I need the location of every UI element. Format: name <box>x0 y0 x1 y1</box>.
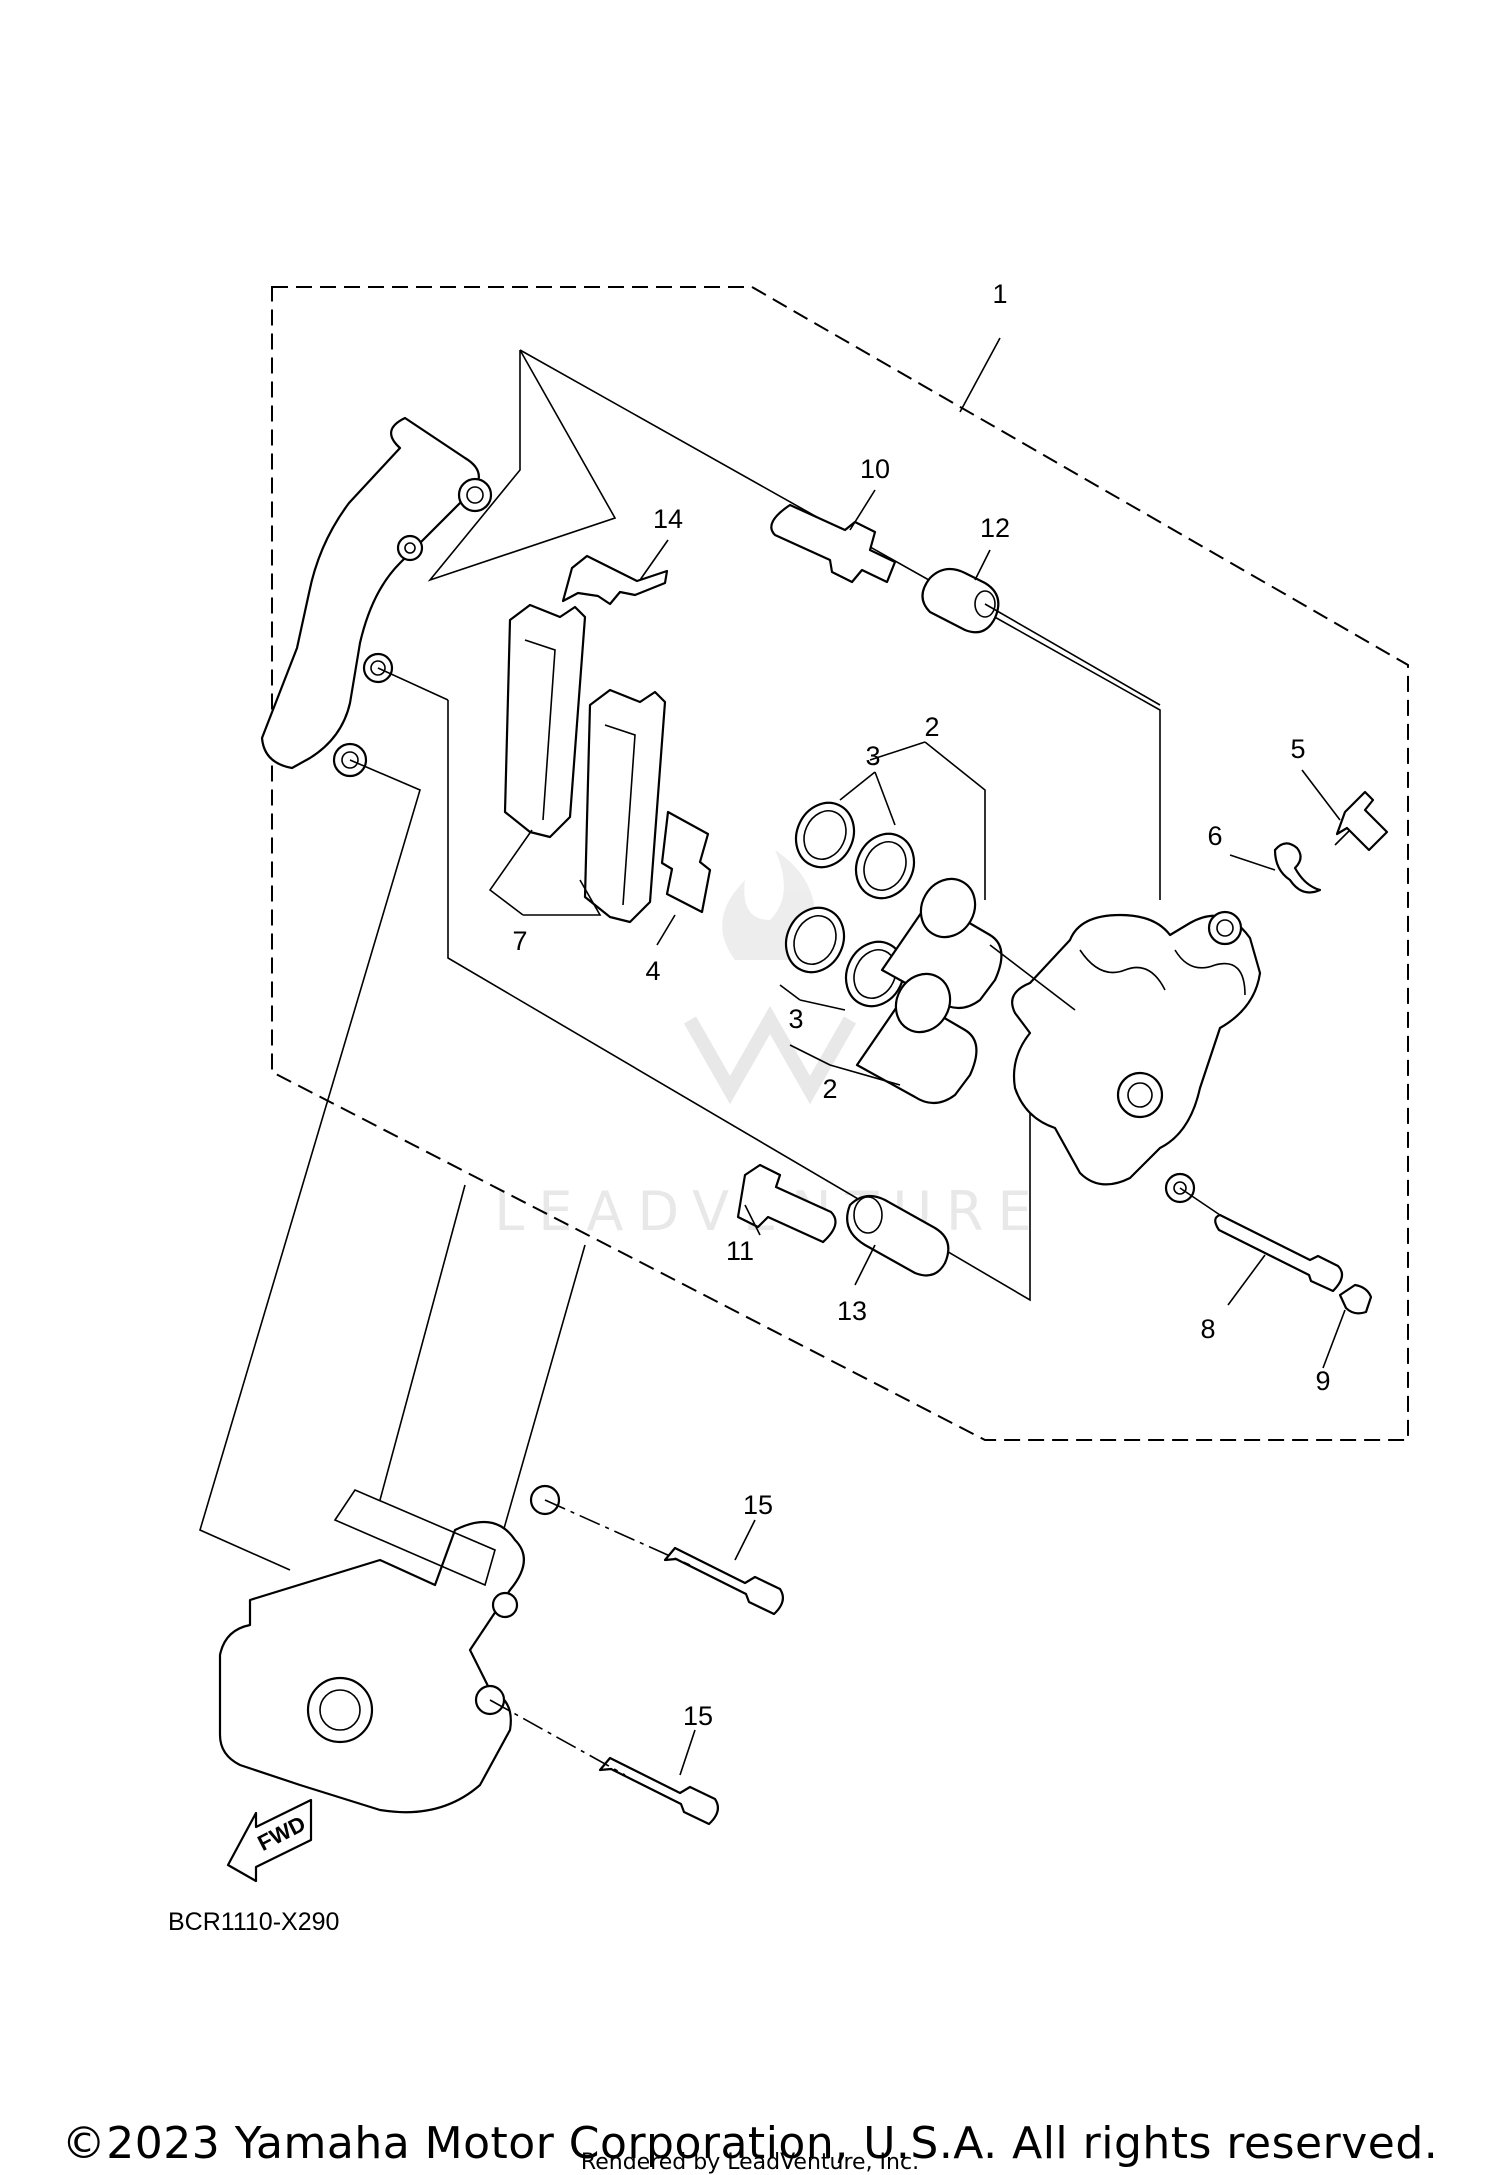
callout-13: 13 <box>837 1296 867 1326</box>
mounting-bolt-upper <box>663 1546 785 1616</box>
callout-10: 10 <box>860 454 890 484</box>
fwd-arrow-icon: FWD <box>226 1798 313 1883</box>
callout-3-upper: 3 <box>865 741 880 771</box>
caliper-body <box>1011 910 1262 1204</box>
callout-14: 14 <box>653 504 683 534</box>
diagram-code: BCR1110-X290 <box>168 1908 339 1936</box>
callout-5: 5 <box>1290 734 1305 764</box>
bracket-alignment-line <box>199 759 421 1571</box>
bolt-alignment-line-upper <box>544 1499 691 1566</box>
bracket-pin-line <box>377 667 449 701</box>
callout-11: 11 <box>726 1236 754 1266</box>
pin-grouping-line <box>427 349 1161 900</box>
callout-15-upper: 15 <box>743 1490 773 1520</box>
callout-7: 7 <box>512 926 527 956</box>
lower-pin-bolt <box>736 1163 837 1244</box>
callout-1: 1 <box>992 279 1007 309</box>
bolt-alignment-line-lower <box>489 1699 626 1776</box>
caliper-pin <box>1214 1213 1344 1293</box>
render-credit: Rendered by LeadVenture, Inc. <box>580 2150 920 2175</box>
lower-pin-boot <box>846 1194 950 1277</box>
caliper-bracket <box>260 416 493 778</box>
upper-pin-line <box>984 603 1161 706</box>
copyright-notice: ©2023 Yamaha Motor Corporation, U.S.A. A… <box>61 2118 1439 2169</box>
callout-12: 12 <box>980 513 1010 543</box>
callout-3-lower: 3 <box>788 1004 803 1034</box>
pad-spring <box>561 554 669 606</box>
callout-8: 8 <box>1200 1314 1215 1344</box>
callout-2-upper: 2 <box>924 712 939 742</box>
caliper-seal-kit <box>784 801 1003 1105</box>
callout-9: 9 <box>1315 1366 1330 1396</box>
upper-pin-bolt <box>770 503 897 584</box>
callout-leaders <box>488 337 1346 1776</box>
caliper-assembly-boundary <box>271 286 1409 1441</box>
upper-pin-boot <box>921 567 1000 634</box>
mounting-bolt-lower <box>598 1756 720 1826</box>
pad-support-plate <box>660 810 712 914</box>
callout-2-lower: 2 <box>822 1074 837 1104</box>
brake-pad-kit <box>503 603 667 924</box>
bleed-cap <box>1273 842 1322 894</box>
piston-line <box>989 944 1076 1011</box>
lower-pin-line <box>1179 1187 1221 1216</box>
pin-plug <box>1338 1283 1373 1315</box>
callout-4: 4 <box>645 956 660 986</box>
bleed-screw <box>1334 790 1389 852</box>
front-fork-leg <box>218 1184 586 1814</box>
callout-6: 6 <box>1207 821 1222 851</box>
callout-15-lower: 15 <box>683 1701 713 1731</box>
